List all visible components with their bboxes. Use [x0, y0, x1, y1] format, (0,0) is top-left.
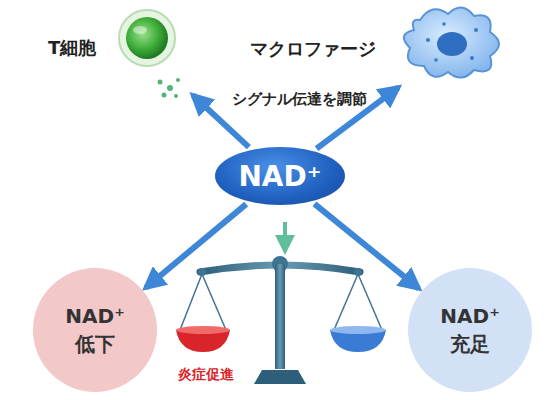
node-text: NAD⁺	[238, 160, 321, 193]
cell-label: T細胞	[48, 36, 96, 60]
down-arrow	[283, 222, 287, 245]
arrow-connector	[314, 204, 418, 288]
t-cell-icon	[119, 10, 180, 98]
cell-node: マクロファージ	[400, 5, 510, 85]
scale-label: 炎症促進	[178, 366, 234, 384]
node-text: NAD⁺ 低下	[60, 302, 130, 358]
node-text: NAD⁺ 充足	[435, 302, 505, 358]
arrow-connector	[146, 204, 246, 288]
macrophage-icon	[404, 7, 499, 77]
cell-label: マクロファージ	[250, 37, 376, 61]
nad-ellipse: NAD⁺	[215, 147, 346, 205]
annotation: シグナル伝達を調節	[232, 90, 367, 109]
cell-node: T細胞	[110, 8, 190, 103]
state-circle: NAD⁺ 低下	[33, 268, 157, 392]
state-circle: NAD⁺ 充足	[408, 268, 532, 392]
balance-scale	[176, 256, 386, 384]
